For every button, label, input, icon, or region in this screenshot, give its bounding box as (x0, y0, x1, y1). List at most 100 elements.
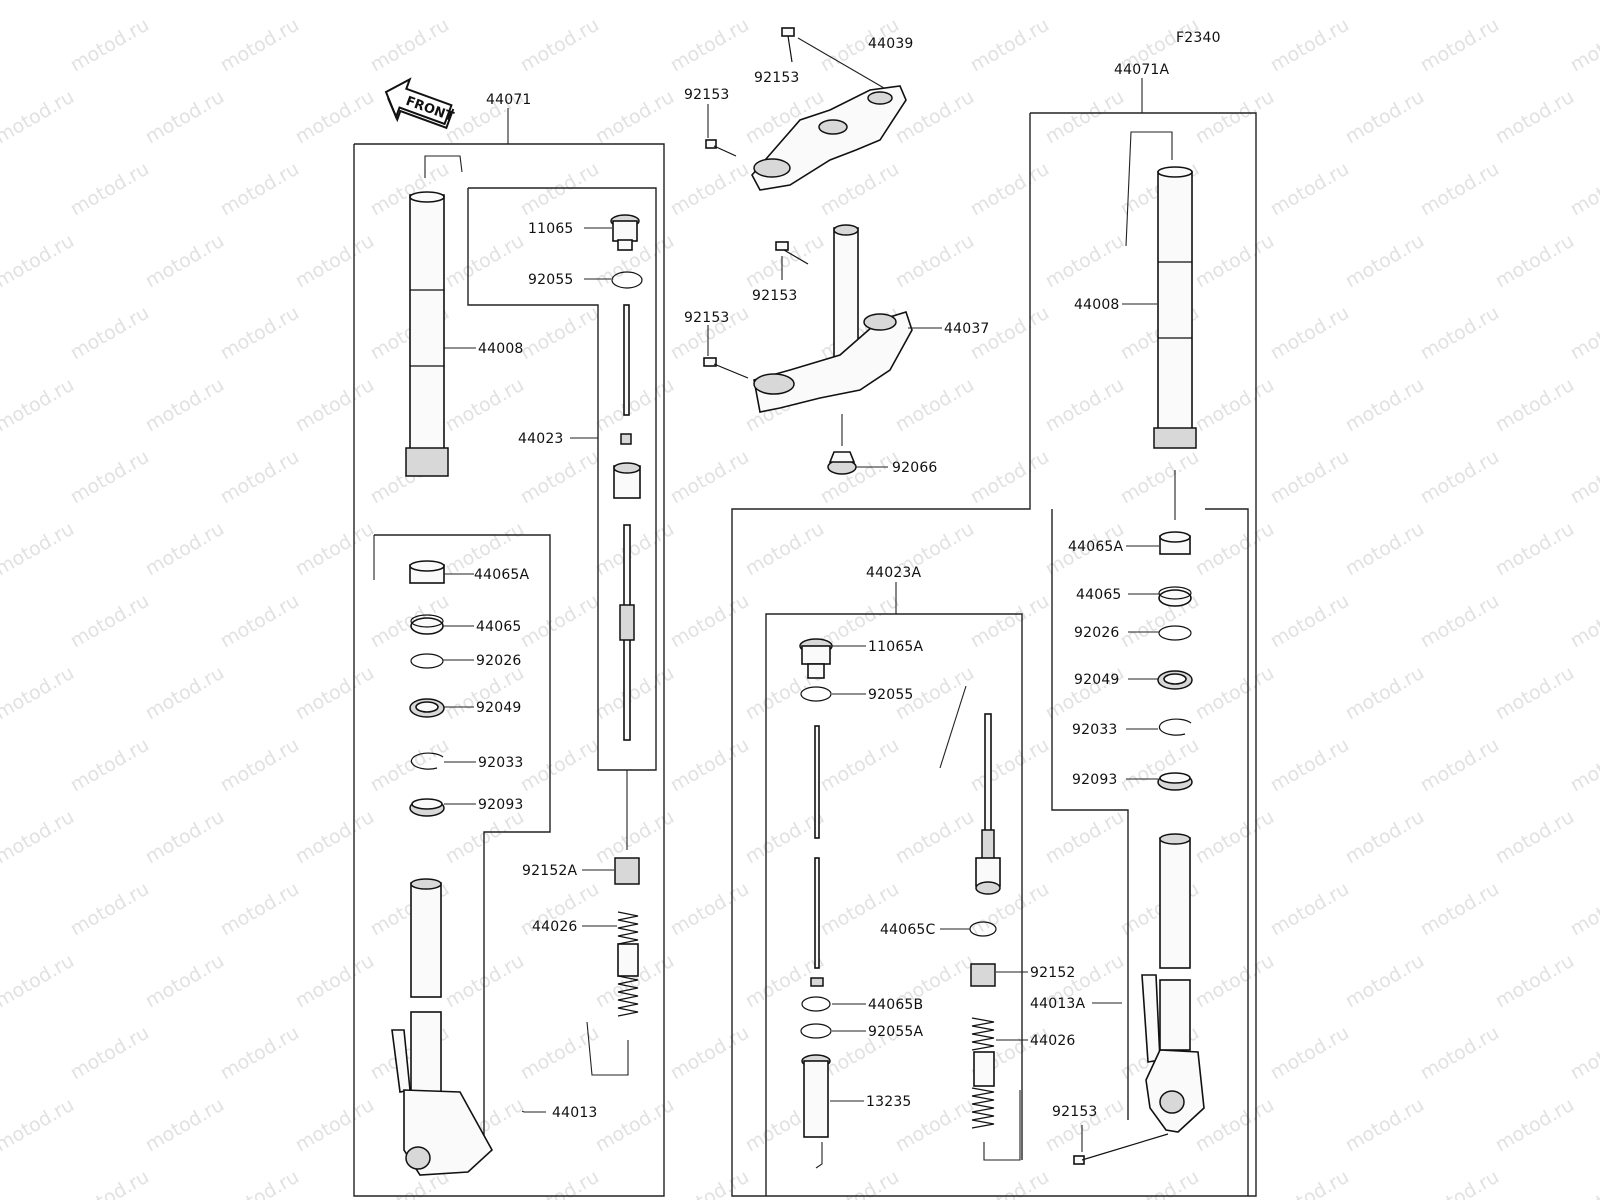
watermark-text: motod.ru (1192, 518, 1278, 581)
watermark-text: motod.ru (1417, 734, 1503, 797)
part-11065-cap-bolt (610, 214, 640, 251)
watermark-text: motod.ru (0, 86, 78, 149)
watermark-text: motod.ru (1342, 518, 1428, 581)
label-92153-right: 92153 (1052, 1104, 1098, 1120)
part-44013A-outer-tube (1141, 833, 1205, 1133)
watermark-text: motod.ru (517, 158, 603, 221)
watermark-text: motod.ru (1567, 302, 1600, 365)
watermark-text: motod.ru (1342, 950, 1428, 1013)
watermark-text: motod.ru (517, 446, 603, 509)
watermark-text: motod.ru (1567, 1166, 1600, 1200)
part-44065A-bushing-left (409, 560, 445, 584)
watermark-text: motod.ru (142, 1094, 228, 1157)
part-damper-rod-right (810, 685, 1001, 987)
left-assembly-frame (353, 143, 665, 1197)
watermark-text: motod.ru (1417, 446, 1503, 509)
part-92152-nut (970, 963, 996, 987)
watermark-text: motod.ru (667, 590, 753, 653)
watermark-text: motod.ru (1117, 1166, 1203, 1200)
watermark-text: motod.ru (217, 734, 303, 797)
watermark-text: motod.ru (1567, 446, 1600, 509)
watermark-text: motod.ru (1267, 734, 1353, 797)
label-44008-right: 44008 (1074, 297, 1120, 313)
watermark-text: motod.ru (1042, 0, 1128, 4)
watermark-text: motod.ru (442, 950, 528, 1013)
diagram-code: F2340 (1176, 30, 1221, 46)
label-92033-right: 92033 (1072, 722, 1118, 738)
watermark-text: motod.ru (1417, 302, 1503, 365)
watermark-text: motod.ru (667, 734, 753, 797)
watermark-text: motod.ru (1192, 374, 1278, 437)
watermark-text: motod.ru (667, 14, 753, 77)
watermark-text: motod.ru (667, 878, 753, 941)
part-92033-circlip-right (1158, 718, 1192, 736)
watermark-text: motod.ru (1567, 1022, 1600, 1085)
watermark-text: motod.ru (892, 0, 978, 4)
label-44023: 44023 (518, 431, 564, 447)
watermark-text: motod.ru (142, 518, 228, 581)
watermark-text: motod.ru (1267, 14, 1353, 77)
watermark-text: motod.ru (67, 878, 153, 941)
label-92049-right: 92049 (1074, 672, 1120, 688)
seal-subframe-right-inner (1051, 509, 1129, 1120)
watermark-text: motod.ru (592, 518, 678, 581)
watermark-text: motod.ru (1567, 14, 1600, 77)
watermark-text: motod.ru (67, 158, 153, 221)
watermark-text: motod.ru (292, 662, 378, 725)
part-92153-bolt-top2 (705, 139, 737, 157)
watermark-text: motod.ru (1042, 806, 1128, 869)
watermark-text: motod.ru (667, 1022, 753, 1085)
watermark-text: motod.ru (817, 158, 903, 221)
watermark-text: motod.ru (1267, 302, 1353, 365)
watermark-text: motod.ru (967, 734, 1053, 797)
watermark-text: motod.ru (1342, 662, 1428, 725)
watermark-text: motod.ru (517, 302, 603, 365)
watermark-text: motod.ru (442, 374, 528, 437)
part-44065-bushing-right (1158, 586, 1192, 607)
label-92093-left: 92093 (478, 797, 524, 813)
watermark-text: motod.ru (67, 1022, 153, 1085)
watermark-text: motod.ru (1567, 590, 1600, 653)
watermark-text: motod.ru (1342, 230, 1428, 293)
part-44065-bushing-left (410, 614, 444, 635)
label-44008-left: 44008 (478, 341, 524, 357)
watermark-text: motod.ru (892, 230, 978, 293)
watermark-text: motod.ru (1567, 158, 1600, 221)
watermark-text: motod.ru (1342, 0, 1428, 4)
label-11065: 11065 (528, 221, 574, 237)
watermark-text: motod.ru (1267, 446, 1353, 509)
label-92033-left: 92033 (478, 755, 524, 771)
watermark-text: motod.ru (442, 806, 528, 869)
label-44026-left: 44026 (532, 919, 578, 935)
watermark-text: motod.ru (1267, 590, 1353, 653)
label-92049-left: 92049 (476, 700, 522, 716)
seal-subframe-right (1205, 508, 1249, 1196)
watermark-text: motod.ru (1342, 806, 1428, 869)
part-11065A-cap-bolt (799, 638, 833, 679)
watermark-text: motod.ru (0, 518, 78, 581)
watermark-text: motod.ru (1042, 230, 1128, 293)
label-92153-top1: 92153 (754, 70, 800, 86)
seal-subframe-left (374, 534, 551, 1150)
part-92055-o-ring (611, 271, 643, 289)
watermark-text: motod.ru (1042, 374, 1128, 437)
part-92049-oil-seal-right (1157, 670, 1193, 690)
part-92152A-nut (614, 857, 640, 885)
part-92066-cap (827, 451, 857, 475)
watermark-text: motod.ru (967, 446, 1053, 509)
watermark-text: motod.ru (817, 446, 903, 509)
part-44065A-bushing-right (1159, 531, 1191, 555)
watermark-text: motod.ru (1417, 1166, 1503, 1200)
watermark-text: motod.ru (1117, 734, 1203, 797)
label-44065-left: 44065 (476, 619, 522, 635)
label-44026-right: 44026 (1030, 1033, 1076, 1049)
watermark-text: motod.ru (1492, 230, 1578, 293)
watermark-text: motod.ru (1192, 806, 1278, 869)
label-92153-mid2: 92153 (684, 310, 730, 326)
watermark-text: motod.ru (667, 158, 753, 221)
watermark-text: motod.ru (1567, 734, 1600, 797)
label-92152A: 92152A (522, 863, 578, 879)
watermark-text: motod.ru (1192, 86, 1278, 149)
label-92026-right: 92026 (1074, 625, 1120, 641)
